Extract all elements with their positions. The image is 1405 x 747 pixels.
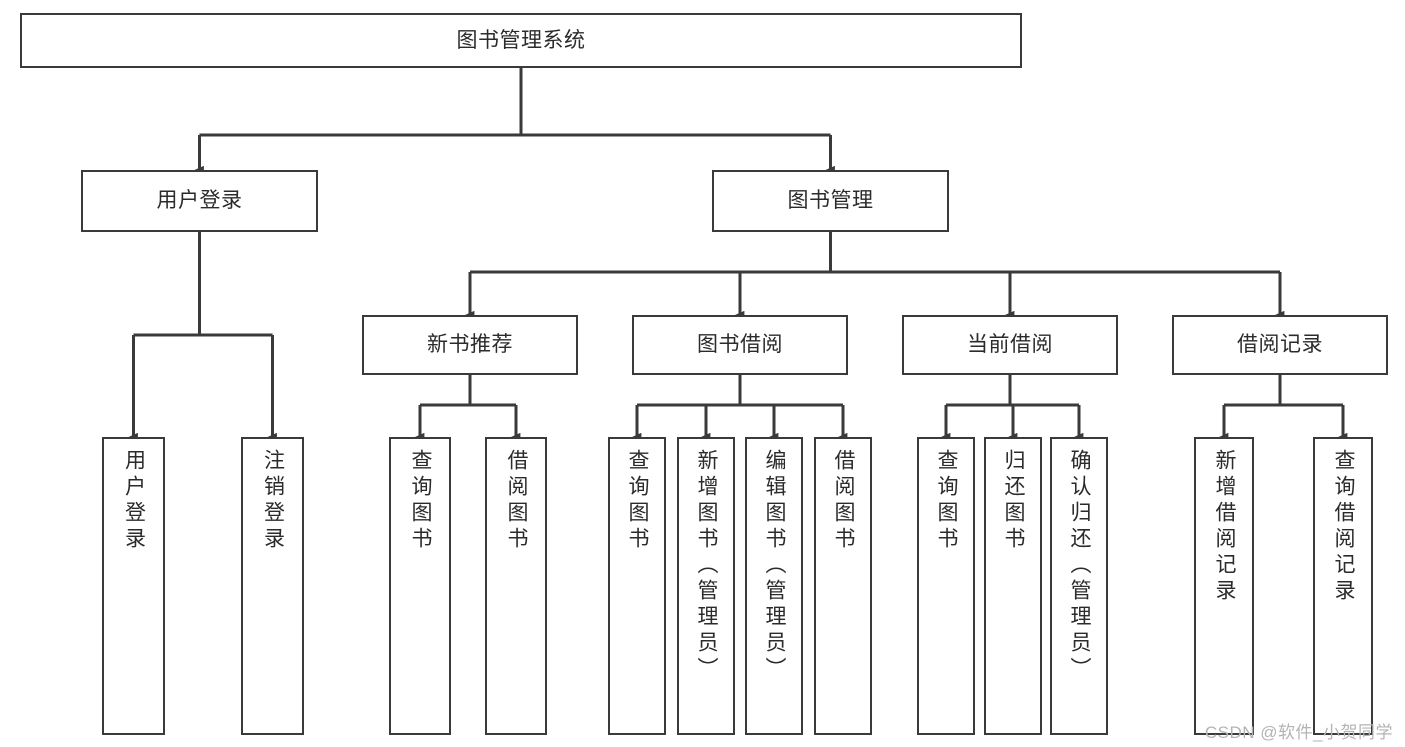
node-label-leaf-query-record: 查询借阅记录 <box>1332 449 1356 605</box>
node-label-leaf-return-book: 归还图书 <box>1002 449 1026 553</box>
node-label-leaf-query-book-new: 查询图书 <box>409 449 433 553</box>
node-current[interactable]: 当前借阅 <box>902 315 1118 375</box>
node-leaf-user-login[interactable]: 用户登录 <box>102 437 165 735</box>
node-leaf-borrow-book-new[interactable]: 借阅图书 <box>485 437 547 735</box>
node-login[interactable]: 用户登录 <box>81 170 318 232</box>
node-leaf-query-book[interactable]: 查询图书 <box>608 437 666 735</box>
node-leaf-edit-book[interactable]: 编辑图书（管理员） <box>745 437 803 735</box>
node-record[interactable]: 借阅记录 <box>1172 315 1388 375</box>
node-leaf-return-book[interactable]: 归还图书 <box>984 437 1042 735</box>
node-label-leaf-query-book-cur: 查询图书 <box>935 449 959 553</box>
node-label-leaf-edit-book: 编辑图书（管理员） <box>763 449 787 683</box>
node-label-newbook: 新书推荐 <box>427 333 513 357</box>
node-label-leaf-query-book: 查询图书 <box>626 449 650 553</box>
node-root[interactable]: 图书管理系统 <box>20 13 1022 68</box>
node-label-leaf-borrow-book-new: 借阅图书 <box>505 449 529 553</box>
node-label-record: 借阅记录 <box>1237 333 1323 357</box>
node-leaf-query-book-cur[interactable]: 查询图书 <box>917 437 975 735</box>
node-label-current: 当前借阅 <box>967 333 1053 357</box>
node-label-bookmgmt: 图书管理 <box>787 189 874 213</box>
node-leaf-user-logout[interactable]: 注销登录 <box>241 437 304 735</box>
node-label-leaf-user-login: 用户登录 <box>122 449 146 553</box>
node-leaf-confirm-return[interactable]: 确认归还（管理员） <box>1050 437 1108 735</box>
node-bookmgmt[interactable]: 图书管理 <box>712 170 949 232</box>
node-leaf-query-book-new[interactable]: 查询图书 <box>389 437 451 735</box>
node-label-leaf-confirm-return: 确认归还（管理员） <box>1068 449 1092 683</box>
node-newbook[interactable]: 新书推荐 <box>362 315 578 375</box>
node-label-borrow: 图书借阅 <box>697 333 783 357</box>
node-label-leaf-borrow-book: 借阅图书 <box>832 449 856 553</box>
node-leaf-borrow-book[interactable]: 借阅图书 <box>814 437 872 735</box>
node-label-leaf-user-logout: 注销登录 <box>261 449 285 553</box>
node-label-leaf-add-book: 新增图书（管理员） <box>695 449 719 683</box>
node-leaf-add-record[interactable]: 新增借阅记录 <box>1194 437 1254 735</box>
node-leaf-add-book[interactable]: 新增图书（管理员） <box>677 437 735 735</box>
node-label-root: 图书管理系统 <box>456 28 586 52</box>
node-label-login: 用户登录 <box>156 189 243 213</box>
node-borrow[interactable]: 图书借阅 <box>632 315 848 375</box>
node-leaf-query-record[interactable]: 查询借阅记录 <box>1313 437 1373 735</box>
node-label-leaf-add-record: 新增借阅记录 <box>1213 449 1237 605</box>
